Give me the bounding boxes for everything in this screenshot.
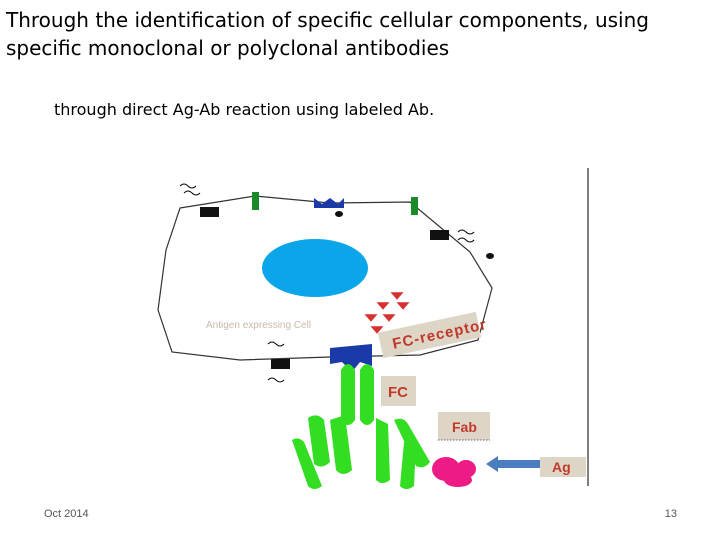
- antigen-particles: [363, 291, 411, 335]
- fab-label: Fab: [452, 419, 477, 435]
- footer-date: Oct 2014: [44, 508, 89, 520]
- slide-subtitle: through direct Ag-Ab reaction using labe…: [54, 100, 435, 119]
- slide-title: Through the identification of specific c…: [6, 8, 649, 60]
- fc-box: [381, 376, 416, 406]
- fab-box: [438, 412, 490, 440]
- surface-marker-black: [200, 207, 219, 217]
- surface-marker-black: [271, 359, 290, 369]
- squiggle-marker: [267, 341, 285, 383]
- arrow-icon: [486, 456, 540, 472]
- antigen-blob: [444, 473, 472, 487]
- surface-marker-dot: [335, 211, 343, 217]
- cell-label: Antigen expressing Cell: [206, 320, 311, 331]
- page-number: 13: [664, 508, 677, 520]
- squiggle-marker: [179, 183, 201, 196]
- surface-marker-blue: [314, 198, 344, 208]
- fc-label: FC: [388, 384, 408, 401]
- ag-box: [540, 457, 586, 477]
- surface-marker-black: [430, 230, 449, 240]
- antibody: [292, 364, 430, 489]
- nucleus: [262, 239, 368, 297]
- squiggle-marker: [457, 229, 475, 243]
- surface-marker-green: [411, 197, 418, 215]
- surface-marker-green: [252, 192, 259, 210]
- ag-label: Ag: [552, 459, 571, 475]
- surface-marker-dot: [486, 253, 494, 259]
- fc-receptor: [330, 344, 372, 372]
